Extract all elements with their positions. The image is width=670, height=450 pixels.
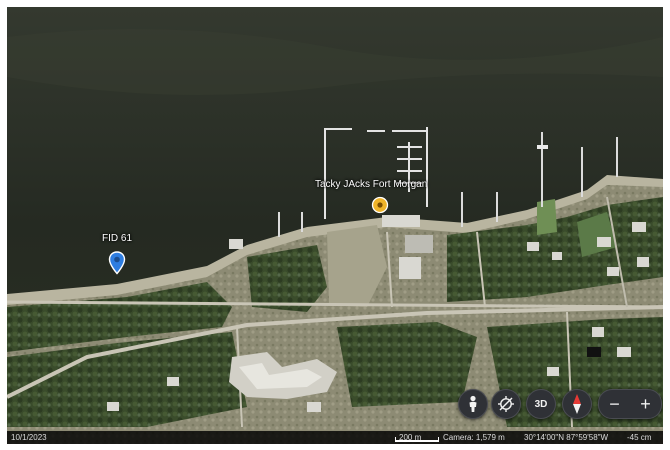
scale-bar: [395, 437, 439, 442]
map-marker-icon[interactable]: [108, 251, 126, 275]
cursor-elevation: -45 cm: [627, 433, 652, 442]
zoom-out-button[interactable]: −: [609, 394, 620, 414]
tilt-3d-button[interactable]: 3D: [526, 389, 556, 419]
pin-label-tacky-jacks: Tacky JAcks Fort Morgan: [315, 179, 428, 190]
zoom-in-button[interactable]: +: [640, 394, 651, 414]
satellite-imagery: [7, 7, 663, 444]
scale-label: 200 m: [399, 433, 422, 442]
place-dot-icon[interactable]: [371, 196, 389, 214]
camera-altitude: Camera: 1,579 m: [443, 433, 505, 442]
map-view[interactable]: FID 61 Tacky JAcks Fort Morgan 3D: [7, 7, 663, 444]
imagery-date: 10/1/2023: [11, 433, 47, 442]
status-bar: 10/1/2023 200 m Camera: 1,579 m 30°14'00…: [7, 431, 663, 444]
my-location-button[interactable]: [491, 389, 521, 419]
crosshair-icon: [498, 396, 514, 412]
compass-button[interactable]: [562, 389, 592, 419]
pegman-icon: [469, 395, 477, 412]
zoom-controls: − +: [598, 389, 662, 419]
street-view-button[interactable]: [458, 389, 488, 419]
compass-icon: [573, 394, 581, 414]
cursor-coordinates: 30°14'00"N 87°59'58"W: [524, 433, 609, 442]
pin-label-fid-61: FID 61: [102, 233, 133, 244]
